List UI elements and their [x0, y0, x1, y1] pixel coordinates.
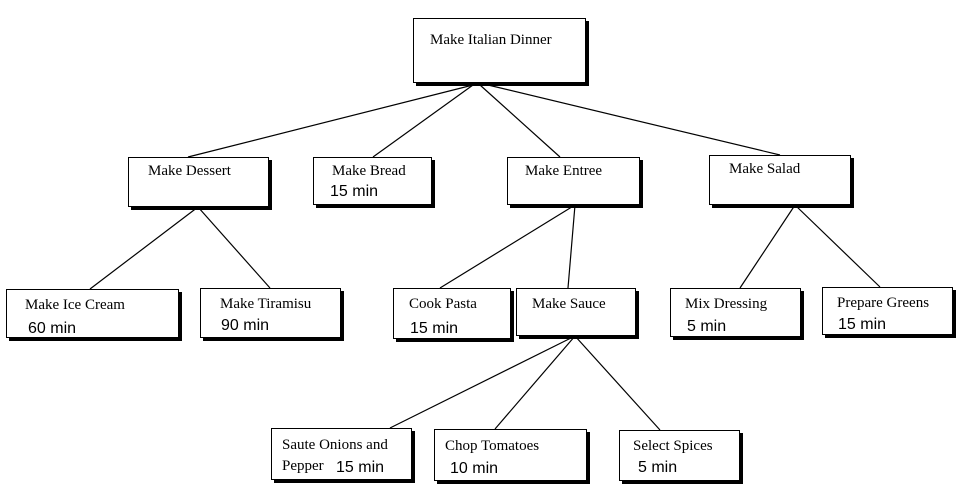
node-make-bread[interactable]: Make Bread 15 min	[313, 157, 432, 205]
node-make-italian-dinner[interactable]: Make Italian Dinner	[413, 18, 586, 83]
edge-dessert-icecream	[89, 206, 199, 290]
node-make-dessert[interactable]: Make Dessert	[128, 157, 269, 207]
node-label: Mix Dressing	[685, 296, 768, 312]
node-make-tiramisu[interactable]: Make Tiramisu 90 min	[200, 288, 341, 338]
edge-salad-dressing	[739, 204, 796, 289]
node-label: Make Tiramisu	[220, 296, 312, 312]
node-mix-dressing[interactable]: Mix Dressing 5 min	[670, 288, 801, 337]
node-label: Saute Onions and Pepper	[282, 437, 388, 474]
node-make-entree[interactable]: Make Entree	[507, 157, 640, 205]
edge-sauce-tomatoes	[494, 335, 576, 430]
node-duration: 15 min	[410, 320, 459, 337]
node-cook-pasta[interactable]: Cook Pasta 15 min	[393, 288, 511, 339]
node-label: Select Spices	[633, 438, 713, 454]
node-duration: 90 min	[221, 317, 270, 334]
node-saute-onions-and-pepper[interactable]: Saute Onions and Pepper 15 min	[271, 428, 412, 480]
node-duration: 5 min	[687, 318, 727, 335]
node-label: Make Ice Cream	[25, 297, 125, 313]
node-duration: 60 min	[28, 320, 77, 337]
node-label: Make Entree	[525, 163, 603, 179]
node-label: Prepare Greens	[837, 295, 930, 311]
edge-salad-greens	[794, 204, 881, 288]
node-label: Make Sauce	[532, 296, 606, 312]
node-make-ice-cream[interactable]: Make Ice Cream 60 min	[6, 289, 179, 338]
node-duration: 15 min	[330, 183, 379, 200]
node-select-spices[interactable]: Select Spices 5 min	[619, 430, 740, 481]
edge-root-entree	[479, 84, 561, 158]
node-duration: 5 min	[638, 459, 678, 476]
edge-entree-sauce	[567, 204, 576, 289]
node-duration: 15 min	[336, 459, 385, 476]
edge-root-dessert	[187, 84, 474, 158]
edge-sauce-onions	[389, 335, 576, 429]
node-make-salad[interactable]: Make Salad	[709, 155, 851, 205]
node-chop-tomatoes[interactable]: Chop Tomatoes 10 min	[434, 429, 587, 481]
node-label: Make Bread	[332, 163, 406, 179]
node-duration: 15 min	[838, 316, 887, 333]
node-label: Make Salad	[729, 161, 801, 177]
node-duration: 10 min	[450, 460, 499, 477]
edge-entree-pasta	[439, 204, 576, 289]
node-label: Make Italian Dinner	[430, 32, 552, 48]
node-label: Chop Tomatoes	[445, 438, 540, 454]
node-label: Make Dessert	[148, 163, 231, 179]
edge-dessert-tiramisu	[197, 206, 271, 289]
node-make-sauce[interactable]: Make Sauce	[516, 288, 636, 336]
edge-root-salad	[487, 84, 781, 156]
edge-sauce-spices	[574, 335, 661, 431]
edge-root-bread	[372, 84, 474, 158]
node-label: Cook Pasta	[409, 296, 477, 312]
node-prepare-greens[interactable]: Prepare Greens 15 min	[822, 287, 953, 335]
